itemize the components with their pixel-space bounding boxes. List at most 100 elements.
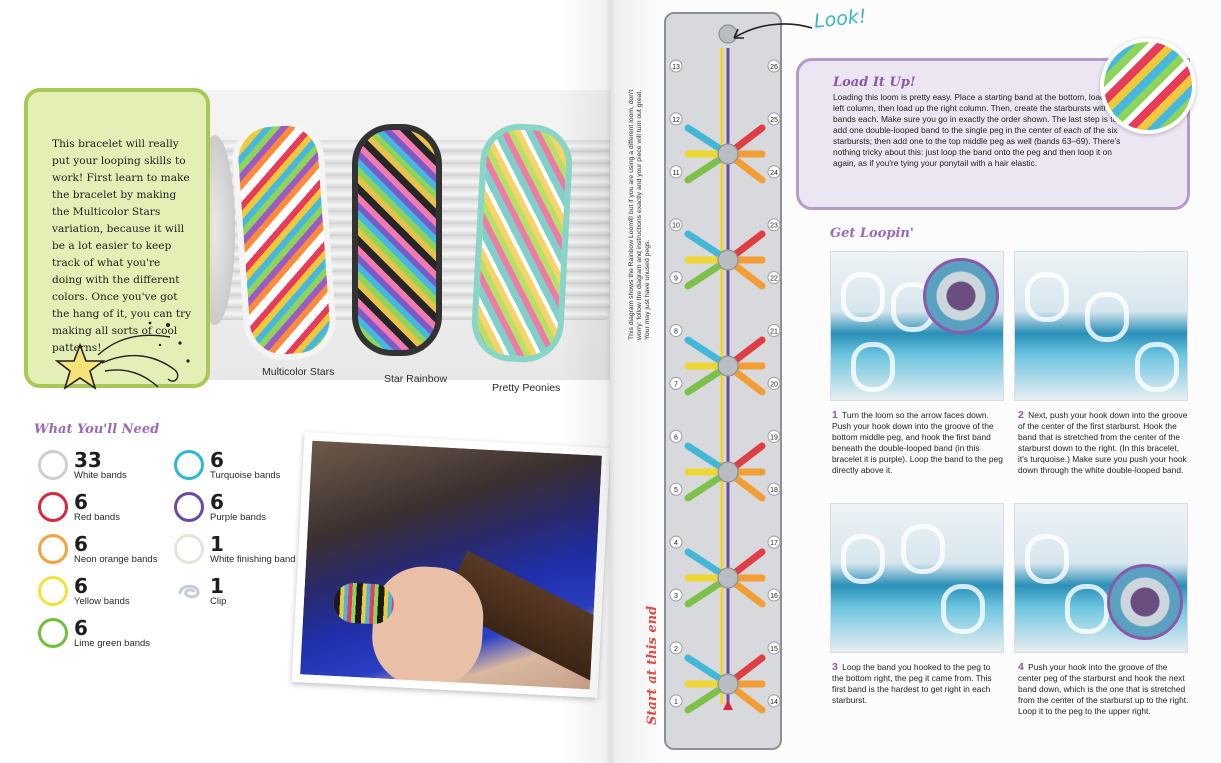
zoom-inset [923,258,999,334]
guitar-photo [291,432,610,698]
left-peg [669,694,683,708]
left-page: Multicolor Stars Star Rainbow Pretty Peo… [0,0,610,763]
load-it-up-title: Load It Up! [833,75,916,90]
right-peg-number: 19 [770,434,778,441]
center-peg [717,355,739,377]
left-peg [669,59,683,73]
band-ring-icon [38,450,68,480]
left-peg-number: 8 [674,329,678,336]
left-peg-number: 2 [674,646,678,653]
right-peg [767,271,781,285]
left-peg-number: 11 [672,170,679,177]
right-peg-number: 24 [770,170,778,177]
right-peg-number: 22 [770,276,778,283]
band-ring-icon [38,576,68,606]
right-peg [767,588,781,602]
right-peg [767,165,781,179]
right-peg [767,641,781,655]
right-peg-number: 23 [770,223,778,230]
left-peg-number: 1 [674,699,678,706]
left-peg-number: 5 [674,487,678,494]
need-label: Turquoise bands [210,470,281,481]
intro-box: This bracelet will really put your loopi… [24,88,210,388]
bracelet-label: Pretty Peonies [492,382,561,394]
need-label: Purple bands [210,512,266,523]
step-text: Next, push your hook down into the groov… [1018,410,1188,475]
need-label: Red bands [74,512,120,523]
start-arrow-icon [723,700,733,710]
right-peg [767,694,781,708]
worn-bracelet [332,581,395,626]
need-qty: 6 [74,616,88,640]
bracelet-star-rainbow [352,124,442,356]
step-number: 3 [832,661,838,673]
band-ring-icon [38,618,68,648]
band-ring-icon [174,450,204,480]
need-label: White finishing band [210,554,296,565]
step-text: Push your hook into the groove of the ce… [1018,662,1189,716]
bracelet-pretty-peonies [469,121,575,365]
star-doodle-icon [54,321,190,390]
left-peg-number: 6 [674,434,678,441]
center-peg [717,461,739,483]
right-peg [767,482,781,496]
left-peg-number: 10 [672,223,680,230]
left-peg-number: 3 [674,593,678,600]
bracelet-label: Star Rainbow [384,373,448,385]
band-ring-icon [174,534,204,564]
need-qty: 6 [74,532,88,556]
right-peg [767,218,781,232]
step-number: 4 [1018,661,1024,673]
clip-icon [178,584,200,599]
step-4-photo [1014,503,1188,653]
step-2: 2 Next, push your hook down into the gro… [1018,410,1190,476]
left-peg [669,112,683,126]
step-2-photo [1014,251,1188,401]
right-peg [767,376,781,390]
need-qty: 6 [74,574,88,598]
step-3: 3 Loop the band you hooked to the peg to… [832,662,1004,706]
step-text: Loop the band you hooked to the peg to t… [832,662,992,705]
step-1: 1 Turn the loom so the arrow faces down.… [832,410,1004,476]
left-peg-number: 7 [674,381,678,388]
need-qty: 1 [210,532,224,556]
hand [369,564,486,690]
left-peg [669,324,683,338]
right-peg-number: 25 [770,117,778,124]
left-peg [669,535,683,549]
left-peg-number: 4 [674,540,678,547]
right-peg-number: 18 [770,487,778,494]
step-1-photo [830,251,1004,401]
start-at-this-end-label: Start at this end [645,605,660,725]
what-you-need-title: What You'll Need [34,422,160,437]
top-peg [718,24,738,44]
step-number: 1 [832,409,838,421]
center-peg [717,143,739,165]
center-peg [717,567,739,589]
left-peg-number: 12 [672,117,680,124]
left-peg-number: 13 [672,64,680,71]
need-label: White bands [74,470,127,481]
need-qty: 33 [74,448,102,472]
need-label: Clip [210,596,227,607]
left-peg [669,218,683,232]
load-it-up-text: Loading this loom is pretty easy. Place … [833,92,1131,168]
need-qty: 6 [210,490,224,514]
step-text: Turn the loom so the arrow faces down. P… [832,410,1003,475]
look-arrow-icon [733,23,813,39]
band-ring-icon [38,492,68,522]
left-peg [669,641,683,655]
band-ring-icon [174,492,204,522]
right-peg-number: 14 [770,699,778,706]
need-label: Yellow bands [74,596,130,607]
left-peg [669,165,683,179]
right-peg [767,324,781,338]
right-peg-number: 20 [770,381,778,388]
get-loopin-title: Get Loopin' [830,226,914,241]
